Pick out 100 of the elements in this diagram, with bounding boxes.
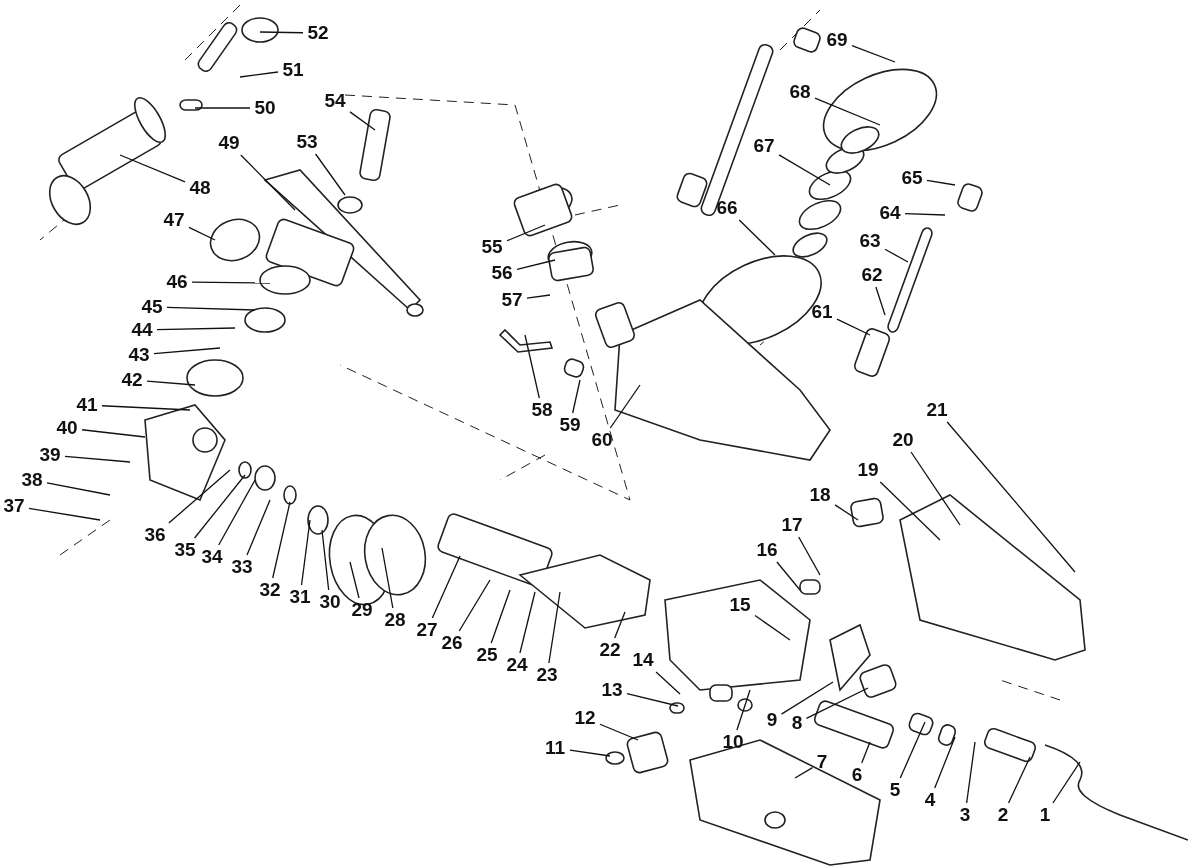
leader-line [794, 767, 814, 779]
leader-line [926, 179, 956, 186]
callout-number: 13 [599, 680, 625, 700]
leader-line [28, 507, 101, 521]
leader-line [910, 451, 961, 526]
callout-number: 27 [414, 620, 440, 640]
leader-line [193, 474, 246, 539]
callout-number: 64 [877, 203, 903, 223]
callout-number: 14 [630, 650, 656, 670]
leader-line [569, 749, 611, 757]
callout-number: 38 [19, 470, 45, 490]
leader-line [861, 741, 871, 764]
callout-number: 69 [824, 30, 850, 50]
callout-number: 61 [809, 302, 835, 322]
leader-line [776, 561, 801, 591]
leader-line [431, 555, 461, 619]
leader-line [81, 429, 146, 438]
callout-number: 45 [139, 297, 165, 317]
callout-number: 43 [126, 345, 152, 365]
leader-line [381, 547, 394, 609]
leader-line [572, 379, 581, 414]
callout-number: 15 [727, 595, 753, 615]
leader-line [966, 741, 976, 804]
leader-line [349, 111, 376, 131]
leader-line [349, 561, 360, 599]
callout-number: 28 [382, 610, 408, 630]
callout-number: 17 [779, 515, 805, 535]
leader-line [1052, 761, 1081, 804]
callout-number: 10 [720, 732, 746, 752]
callout-number: 59 [557, 415, 583, 435]
leader-line [778, 154, 831, 186]
callout-number: 20 [890, 430, 916, 450]
callout-number: 8 [789, 713, 805, 733]
leader-line [899, 721, 926, 779]
leader-line [805, 687, 869, 719]
callout-number: 36 [142, 525, 168, 545]
leader-line [738, 219, 776, 256]
callout-number: 6 [849, 765, 865, 785]
callout-number: 51 [280, 60, 306, 80]
leader-line [156, 327, 236, 331]
callout-number: 4 [922, 790, 938, 810]
callout-number: 46 [164, 272, 190, 292]
leader-line [259, 31, 304, 34]
callout-number: 19 [855, 460, 881, 480]
callout-number: 42 [119, 370, 145, 390]
leader-line [300, 519, 311, 586]
leader-line [191, 281, 271, 284]
callout-number: 1 [1037, 805, 1053, 825]
callout-number: 24 [504, 655, 530, 675]
callout-number: 7 [814, 752, 830, 772]
leader-line [64, 455, 131, 463]
leader-line [146, 380, 196, 386]
leader-line [836, 318, 871, 336]
callout-number: 58 [529, 400, 555, 420]
leader-line [321, 529, 330, 591]
leader-line [516, 259, 556, 270]
callout-number: 54 [322, 91, 348, 111]
callout-number: 21 [924, 400, 950, 420]
callout-number: 44 [129, 320, 155, 340]
leader-line [946, 421, 1076, 573]
leader-line [188, 226, 216, 241]
callout-number: 22 [597, 640, 623, 660]
callout-number: 11 [542, 738, 568, 758]
callout-number: 35 [172, 540, 198, 560]
leader-line [814, 97, 881, 126]
callout-number: 53 [294, 132, 320, 152]
leader-line [519, 591, 536, 654]
callout-number: 18 [807, 485, 833, 505]
leader-line [904, 212, 946, 216]
leader-line [506, 224, 546, 242]
leader-line [626, 693, 679, 707]
leader-line [879, 481, 941, 541]
leader-line [834, 504, 859, 521]
callout-number: 23 [534, 665, 560, 685]
callout-number: 30 [317, 592, 343, 612]
leader-line [314, 153, 346, 196]
callout-number: 12 [572, 708, 598, 728]
callout-number: 3 [957, 805, 973, 825]
leader-line [754, 614, 791, 641]
callout-number: 57 [499, 290, 525, 310]
leader-line [168, 469, 231, 524]
leader-line [153, 347, 221, 355]
leader-line [875, 286, 886, 316]
leader-line [458, 579, 491, 632]
callout-number: 47 [161, 210, 187, 230]
leader-line [166, 306, 256, 311]
callout-number: 2 [995, 805, 1011, 825]
callout-number: 31 [287, 587, 313, 607]
callout-number: 32 [257, 580, 283, 600]
callout-number: 55 [479, 237, 505, 257]
leader-line [599, 723, 639, 741]
leader-line [246, 499, 271, 556]
callout-number: 65 [899, 168, 925, 188]
callout-number: 26 [439, 633, 465, 653]
callout-number: 34 [199, 547, 225, 567]
callout-number: 62 [859, 265, 885, 285]
callout-number: 66 [714, 198, 740, 218]
callout-number: 41 [74, 395, 100, 415]
callout-number: 49 [216, 133, 242, 153]
callout-number: 16 [754, 540, 780, 560]
